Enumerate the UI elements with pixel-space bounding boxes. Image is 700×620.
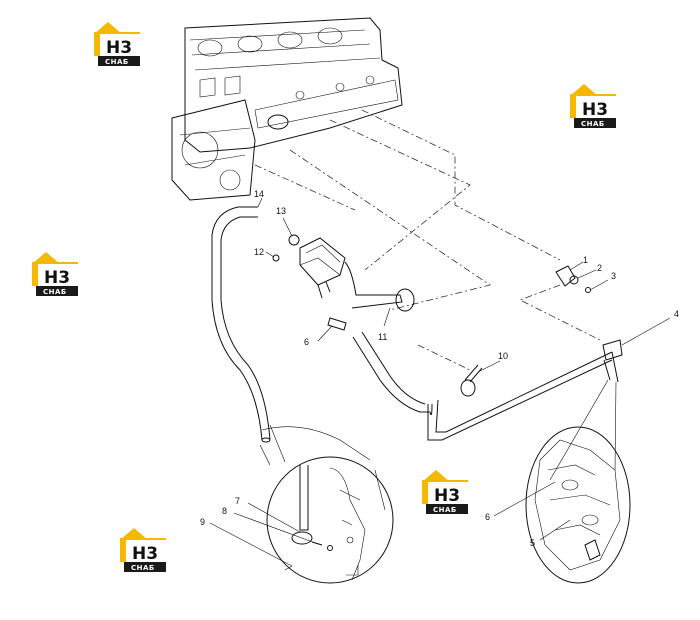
svg-text:СНАБ: СНАБ <box>433 506 457 514</box>
svg-text:H3: H3 <box>132 544 158 564</box>
callout-6-lower: 6 <box>485 512 490 522</box>
svg-text:H3: H3 <box>106 38 132 58</box>
callout-1: 1 <box>583 255 588 265</box>
watermark-logo-4: H3 СНАБ <box>422 470 468 514</box>
svg-text:H3: H3 <box>582 100 608 120</box>
callout-10: 13 <box>276 206 286 216</box>
watermark-logo-1: H3 СНАБ <box>94 22 140 66</box>
callout-12: 7 <box>235 496 240 506</box>
watermark-logo-2: H3 СНАБ <box>570 84 616 128</box>
callout-3: 3 <box>611 271 616 281</box>
callout-9: 12 <box>254 247 264 257</box>
callout-14: 9 <box>200 517 205 527</box>
callout-13: 8 <box>222 506 227 516</box>
callout-4: 4 <box>674 309 679 319</box>
breather-hose <box>211 206 271 443</box>
svg-text:H3: H3 <box>434 486 460 506</box>
svg-text:СНАБ: СНАБ <box>105 58 129 66</box>
fitting-7 <box>460 364 483 397</box>
drain-tube <box>352 331 623 441</box>
svg-text:СНАБ: СНАБ <box>43 288 67 296</box>
watermark-logo-5: H3 СНАБ <box>120 528 166 572</box>
callout-8: 11 <box>378 332 387 342</box>
leader-lines <box>209 197 671 571</box>
svg-text:СНАБ: СНАБ <box>581 120 605 128</box>
watermark-logo-3: H3 СНАБ <box>32 252 78 296</box>
callout-6-upper: 6 <box>304 337 309 347</box>
connection-lines <box>254 109 601 371</box>
engine-block <box>171 17 403 201</box>
callout-2: 2 <box>597 263 602 273</box>
breather-assembly <box>272 234 415 331</box>
svg-text:H3: H3 <box>44 268 70 288</box>
callouts: 14 13 12 6 11 10 1 2 3 4 6 5 7 8 9 <box>200 189 679 548</box>
connector-assembly <box>555 265 591 293</box>
callout-7: 10 <box>498 351 508 361</box>
callout-5: 5 <box>530 538 535 548</box>
callout-11: 14 <box>254 189 264 199</box>
svg-text:СНАБ: СНАБ <box>131 564 155 572</box>
detail-view-right <box>525 426 631 584</box>
